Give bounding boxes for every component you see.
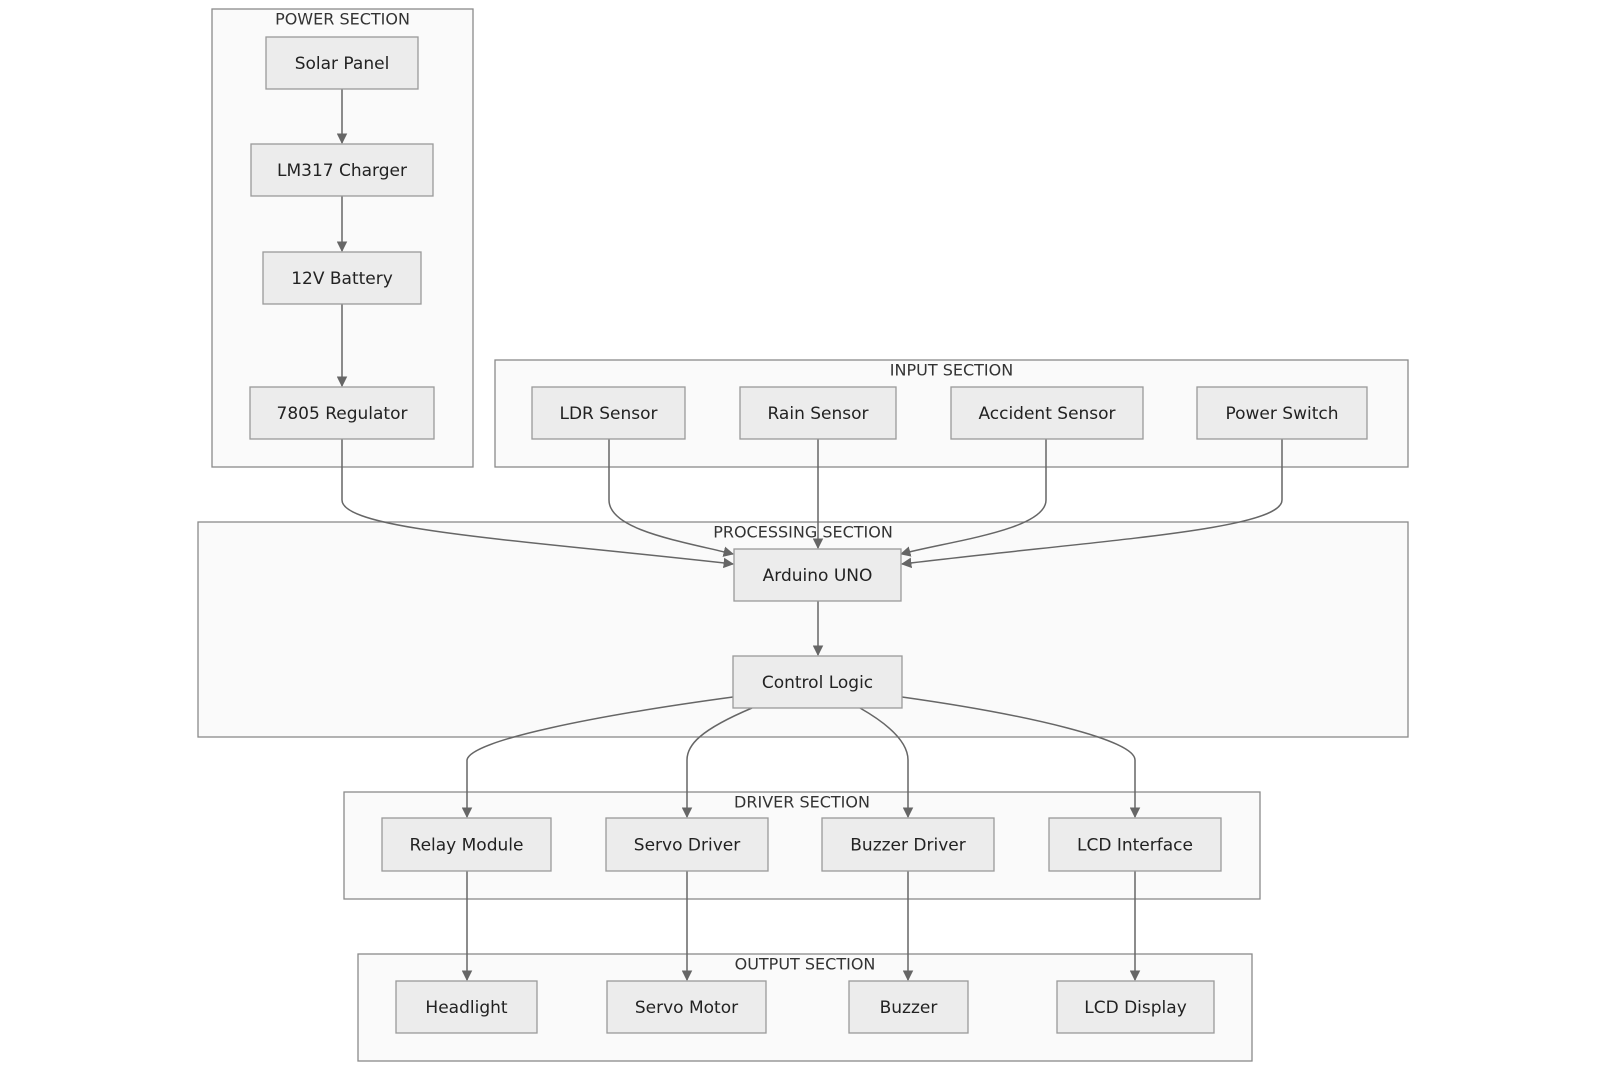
node-accident: Accident Sensor (950, 386, 1144, 440)
cluster-label-input: INPUT SECTION (890, 361, 1013, 380)
node-label-arduino: Arduino UNO (763, 566, 873, 586)
node-box-battery (262, 251, 422, 305)
node-pswitch: Power Switch (1196, 386, 1368, 440)
edge-accident-arduino (899, 439, 1047, 557)
node-box-relay (381, 817, 552, 872)
node-label-headlight: Headlight (425, 998, 507, 1018)
node-box-accident (950, 386, 1144, 440)
node-label-lcdif: LCD Interface (1077, 836, 1193, 856)
node-box-lcdif (1048, 817, 1222, 872)
node-lcddisp: LCD Display (1056, 980, 1215, 1034)
node-label-accident: Accident Sensor (978, 404, 1115, 424)
edge-ldr-arduino (608, 439, 735, 557)
node-label-buzzdrv: Buzzer Driver (850, 836, 965, 856)
edge-control-buzzdrv (859, 707, 914, 819)
node-label-control: Control Logic (762, 673, 873, 693)
cluster-label-power: POWER SECTION (275, 10, 410, 29)
node-ldr: LDR Sensor (531, 386, 686, 440)
node-box-headlight (395, 980, 538, 1034)
node-label-lm317: LM317 Charger (277, 161, 407, 181)
edge-control-lcdif (901, 696, 1141, 819)
node-lm317: LM317 Charger (250, 143, 434, 197)
cluster-label-output: OUTPUT SECTION (735, 955, 876, 974)
node-box-reg (249, 386, 435, 440)
node-buzzer: Buzzer (848, 980, 969, 1034)
node-solar: Solar Panel (265, 36, 419, 90)
node-headlight: Headlight (395, 980, 538, 1034)
edge-pswitch-arduino (900, 439, 1283, 569)
node-box-servomotor (606, 980, 767, 1034)
node-box-lm317 (250, 143, 434, 197)
node-reg: 7805 Regulator (249, 386, 435, 440)
node-box-control (732, 655, 903, 709)
node-arduino: Arduino UNO (733, 548, 902, 602)
node-battery: 12V Battery (262, 251, 422, 305)
node-label-lcddisp: LCD Display (1084, 998, 1187, 1018)
node-label-relay: Relay Module (410, 836, 524, 856)
node-servodrv: Servo Driver (605, 817, 769, 872)
node-label-servodrv: Servo Driver (634, 836, 740, 856)
node-box-rain (739, 386, 897, 440)
node-control: Control Logic (732, 655, 903, 709)
cluster-label-driver: DRIVER SECTION (734, 793, 870, 812)
node-label-servomotor: Servo Motor (635, 998, 738, 1018)
node-label-ldr: LDR Sensor (559, 404, 657, 424)
node-box-buzzer (848, 980, 969, 1034)
edges-layer (336, 89, 1283, 982)
node-box-buzzdrv (821, 817, 995, 872)
edge-control-servodrv (681, 707, 753, 819)
node-box-arduino (733, 548, 902, 602)
node-box-solar (265, 36, 419, 90)
node-label-solar: Solar Panel (295, 54, 390, 74)
node-box-lcddisp (1056, 980, 1215, 1034)
node-label-buzzer: Buzzer (880, 998, 938, 1018)
edge-reg-arduino (341, 439, 735, 569)
node-lcdif: LCD Interface (1048, 817, 1222, 872)
node-buzzdrv: Buzzer Driver (821, 817, 995, 872)
node-box-pswitch (1196, 386, 1368, 440)
node-label-battery: 12V Battery (291, 269, 393, 289)
node-label-reg: 7805 Regulator (277, 404, 408, 424)
edge-control-relay (461, 696, 734, 819)
node-servomotor: Servo Motor (606, 980, 767, 1034)
node-label-rain: Rain Sensor (767, 404, 868, 424)
node-relay: Relay Module (381, 817, 552, 872)
node-rain: Rain Sensor (739, 386, 897, 440)
node-box-ldr (531, 386, 686, 440)
node-label-pswitch: Power Switch (1225, 404, 1338, 424)
node-box-servodrv (605, 817, 769, 872)
cluster-label-processing: PROCESSING SECTION (713, 523, 893, 542)
